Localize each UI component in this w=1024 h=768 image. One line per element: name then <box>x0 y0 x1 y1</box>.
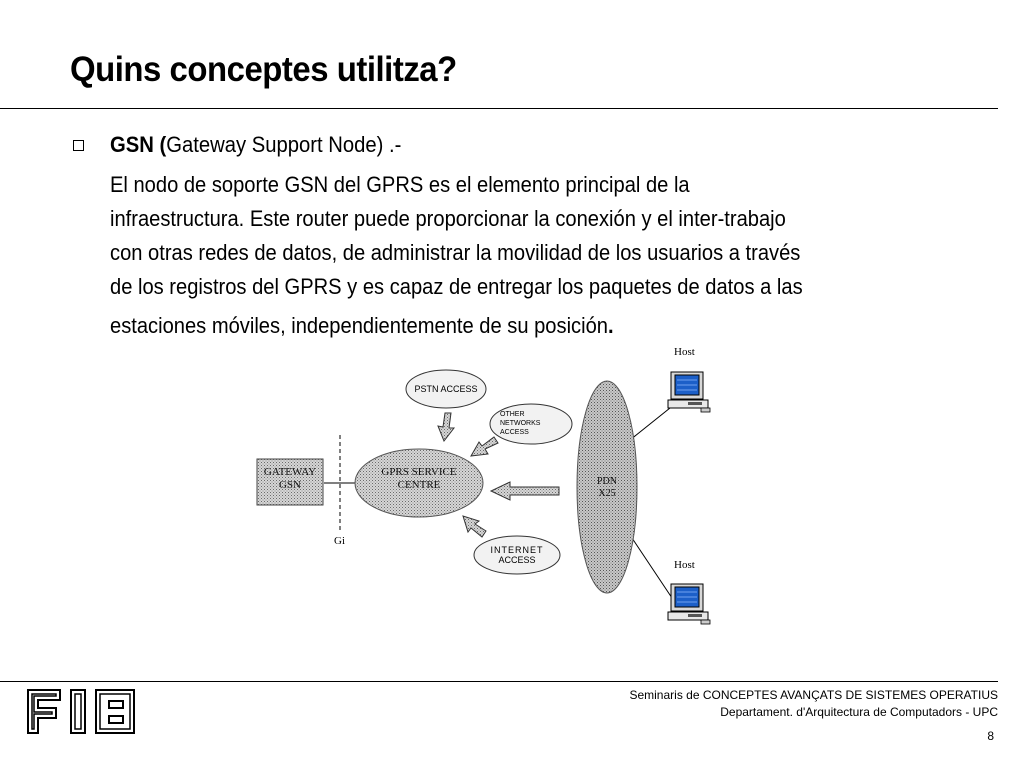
arrow-pdn-to-gprs <box>489 481 560 501</box>
slide-title: Quins conceptes utilitza? <box>70 50 457 89</box>
gsn-expansion: Gateway Support Node) .- <box>166 132 402 157</box>
gateway-gsn-label-line1: GATEWAY <box>263 466 317 478</box>
pstn-access-ellipse <box>405 369 487 409</box>
gprs-service-centre-ellipse <box>354 448 484 518</box>
pdn-label-line2: X25 <box>598 488 616 499</box>
arrow-pstn-to-gprs <box>437 412 456 443</box>
body-line-4: de los registros del GPRS y es capaz de … <box>110 274 803 299</box>
gprs-label-line1: GPRS SERVICE <box>381 466 457 478</box>
pstn-access-label: PSTN ACCESS <box>414 384 478 394</box>
host-bottom-label: Host <box>674 559 695 571</box>
other-networks-line1: OTHER <box>500 411 525 418</box>
arrow-internet-to-gprs <box>462 515 487 538</box>
gprs-service-centre-label: GPRS SERVICE CENTRE <box>361 466 477 492</box>
footer-department: Departament. d'Arquitectura de Computado… <box>720 705 998 719</box>
pdn-label-line1: PDN <box>596 476 617 487</box>
host-top-label: Host <box>674 346 695 358</box>
body-line-5-text: estaciones móviles, independientemente d… <box>110 313 608 338</box>
body-line-3: con otras redes de datos, de administrar… <box>110 240 801 265</box>
title-divider <box>0 108 998 109</box>
arrow-other-to-gprs <box>470 436 499 457</box>
body-line-1: El nodo de soporte GSN del GPRS es el el… <box>110 172 690 197</box>
host-bottom-computer-icon <box>667 583 711 625</box>
internet-access-line2: ACCESS <box>498 555 536 565</box>
gateway-gsn-label: GATEWAY GSN <box>257 466 323 492</box>
body-line-5: estaciones móviles, independientemente d… <box>110 313 614 339</box>
gateway-gsn-box <box>256 458 324 506</box>
bullet-heading: GSN (Gateway Support Node) .- <box>110 132 401 158</box>
footer-course-title: Seminaris de CONCEPTES AVANÇATS DE SISTE… <box>629 688 998 702</box>
fib-logo <box>27 689 135 734</box>
other-networks-ellipse <box>489 403 573 445</box>
pdn-label: PDN X25 <box>582 476 632 500</box>
gi-label: Gi <box>334 535 345 547</box>
bullet-square-icon <box>73 140 84 151</box>
footer-divider <box>0 681 998 682</box>
body-final-period: . <box>607 313 614 338</box>
page-number: 8 <box>987 729 994 743</box>
other-networks-label: OTHER NETWORKS ACCESS <box>500 410 555 437</box>
gprs-label-line2: CENTRE <box>397 479 441 491</box>
gsn-term: GSN ( <box>110 132 167 157</box>
body-line-2: infraestructura. Este router puede propo… <box>110 206 786 231</box>
internet-access-ellipse <box>473 535 561 575</box>
host-top-computer-icon <box>667 371 711 413</box>
internet-access-line1: INTERNET <box>490 545 544 555</box>
internet-access-label: INTERNET ACCESS <box>474 545 560 565</box>
pdn-x25-ellipse <box>576 380 638 594</box>
gateway-gsn-label-line2: GSN <box>278 479 301 491</box>
other-networks-line2: NETWORKS <box>500 420 541 427</box>
other-networks-line3: ACCESS <box>500 429 529 436</box>
